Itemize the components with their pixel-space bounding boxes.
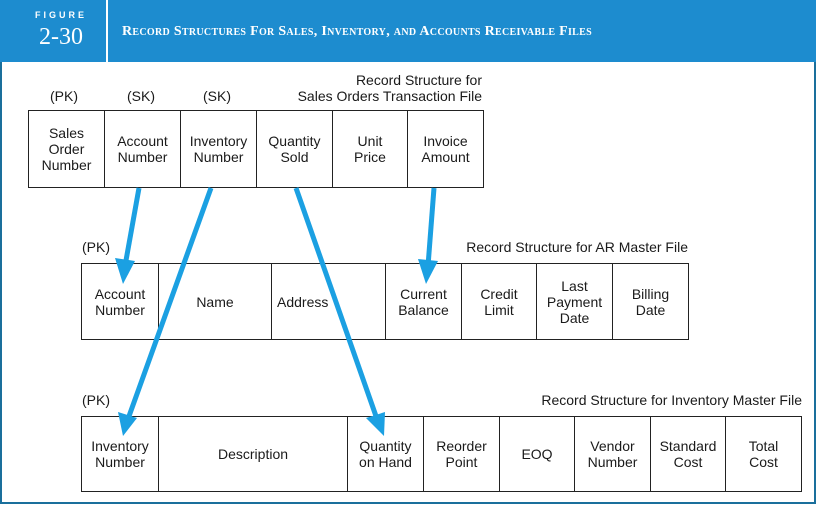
- inventory-field-label: Standard Cost: [659, 438, 717, 470]
- figure-number: 2-30: [39, 24, 83, 50]
- figure-word: FIGURE: [34, 10, 87, 20]
- inventory-field-cell: Total Cost: [725, 416, 802, 492]
- inventory-key-pk: (PK): [82, 392, 110, 408]
- sales-field-cell: Account Number: [104, 110, 181, 188]
- inventory-field-cell: Quantity on Hand: [347, 416, 424, 492]
- arrow-invoice-to-balance: [425, 187, 437, 267]
- inventory-field-cell: Description: [158, 416, 348, 492]
- sales-field-cell: Quantity Sold: [256, 110, 333, 188]
- ar-field-label: Billing Date: [631, 285, 670, 318]
- ar-field-label: Credit Limit: [480, 285, 518, 318]
- inventory-field-label: Quantity on Hand: [359, 438, 412, 470]
- arrowhead-icon: [118, 412, 137, 436]
- arrowhead-icon: [366, 412, 385, 436]
- sales-field-label: Unit Price: [354, 133, 386, 165]
- ar-record-title: Record Structure for AR Master File: [466, 239, 688, 255]
- arrowhead-icon: [418, 259, 438, 284]
- ar-key-pk: (PK): [82, 239, 110, 255]
- inventory-field-cell: EOQ: [499, 416, 575, 492]
- ar-field-label: Last Payment Date: [546, 277, 603, 326]
- header-divider: [106, 0, 108, 62]
- sales-record-title: Record Structure for Sales Orders Transa…: [297, 72, 482, 104]
- inventory-field-label: EOQ: [521, 446, 553, 462]
- inventory-field-label: Inventory Number: [91, 438, 149, 470]
- sales-field-label: Account Number: [117, 133, 168, 165]
- arrow-inventory-to-inventory-master: [125, 187, 214, 420]
- inventory-field-cell: Reorder Point: [423, 416, 500, 492]
- sales-field-label: Inventory Number: [189, 133, 248, 165]
- sales-field-label: Invoice Amount: [421, 133, 470, 165]
- arrowhead-icon: [115, 258, 135, 284]
- sales-key-pk: (PK): [50, 88, 78, 104]
- arrow-account-to-ar: [122, 187, 142, 267]
- sales-field-cell: Invoice Amount: [407, 110, 484, 188]
- inventory-field-label: Vendor Number: [587, 438, 638, 470]
- inventory-field-label: Total Cost: [748, 438, 779, 470]
- inventory-record-title: Record Structure for Inventory Master Fi…: [541, 392, 802, 408]
- inventory-field-cell: Vendor Number: [574, 416, 651, 492]
- ar-field-label: Address: [277, 293, 329, 310]
- ar-field-label: Name: [196, 293, 234, 310]
- arrow-quantity-to-on-hand: [293, 187, 380, 420]
- figure-title: Record Structures For Sales, Inventory, …: [122, 24, 592, 39]
- inventory-field-cell: Standard Cost: [650, 416, 726, 492]
- sales-field-label: Quantity Sold: [268, 133, 321, 165]
- sales-field-cell: Unit Price: [332, 110, 408, 188]
- sales-key-sk-account: (SK): [127, 88, 155, 104]
- inventory-field-label: Description: [217, 446, 289, 462]
- ar-field-cell: Credit Limit: [461, 263, 537, 340]
- sales-field-cell: Sales Order Number: [28, 110, 105, 188]
- sales-key-sk-inventory: (SK): [203, 88, 231, 104]
- sales-field-label: Sales Order Number: [41, 125, 92, 173]
- ar-field-cell: Billing Date: [612, 263, 689, 340]
- ar-field-cell: Account Number: [81, 263, 159, 340]
- figure-header: FIGURE 2-30 Record Structures For Sales,…: [0, 0, 816, 62]
- inventory-field-label: Reorder Point: [436, 438, 487, 470]
- ar-field-label: Current Balance: [398, 285, 449, 318]
- ar-field-cell: Last Payment Date: [536, 263, 613, 340]
- ar-field-label: Account Number: [94, 285, 146, 318]
- figure-label: FIGURE 2-30: [16, 10, 106, 54]
